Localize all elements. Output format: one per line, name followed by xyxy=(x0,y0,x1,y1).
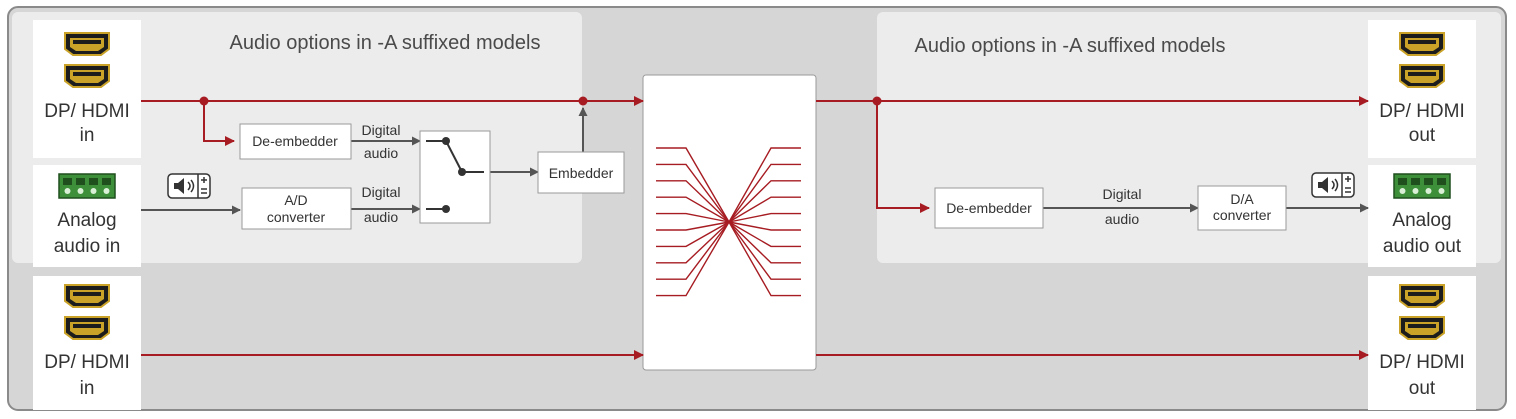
port-label: in xyxy=(80,378,95,399)
de-embedder-right-label: De-embedder xyxy=(946,200,1032,216)
matrix-line xyxy=(728,221,801,231)
port-label: out xyxy=(1409,378,1436,399)
matrix-line xyxy=(728,147,801,223)
matrix-line xyxy=(656,196,730,223)
junction-dot xyxy=(199,96,209,106)
matrix-line xyxy=(728,163,801,223)
digital-audio-label: Digital xyxy=(1103,186,1142,202)
digital-audio-label: Digital xyxy=(362,122,401,138)
da-converter-label: converter xyxy=(1213,207,1272,223)
port-label: DP/ HDMI xyxy=(44,101,130,122)
junction-dot xyxy=(578,96,588,106)
switch-icon xyxy=(426,137,484,213)
matrix-line xyxy=(656,180,730,223)
ad-converter-label: A/D xyxy=(284,192,307,208)
matrix-line xyxy=(656,221,730,280)
port-label: audio out xyxy=(1383,236,1462,257)
da-converter-label: D/A xyxy=(1230,191,1254,207)
hdmi-in-top-connector-icon xyxy=(64,32,110,56)
port-label: out xyxy=(1409,125,1436,146)
digital-audio-label: audio xyxy=(364,209,398,225)
hdmi-out-bottom-connector-icon xyxy=(1399,316,1445,340)
port-label: DP/ HDMI xyxy=(44,352,130,373)
matrix-line xyxy=(656,221,730,248)
hdmi-out-top-connector-icon xyxy=(1399,64,1445,88)
terminal-out-icon xyxy=(1393,173,1451,199)
matrix-line xyxy=(656,212,730,223)
hdmi-in-bottom-connector-icon xyxy=(64,316,110,340)
de-embedder-left-label: De-embedder xyxy=(252,133,338,149)
port-label: audio in xyxy=(54,236,121,257)
matrix-line xyxy=(728,212,801,223)
matrix-line xyxy=(728,221,801,280)
de-embed-out-branch-line xyxy=(876,101,930,213)
embedder-label: Embedder xyxy=(549,165,614,181)
volume-in-speaker-icon xyxy=(167,173,211,199)
matrix-line xyxy=(728,221,801,297)
matrix-line xyxy=(656,221,730,264)
junction-dot xyxy=(872,96,882,106)
matrix-line xyxy=(728,221,801,248)
digital-audio-label: audio xyxy=(364,145,398,161)
de-embedder-right-block xyxy=(934,187,1044,229)
hdmi-in-bottom-connector-icon xyxy=(64,284,110,308)
terminal-in-icon xyxy=(58,173,116,199)
digital-audio-label: audio xyxy=(1105,211,1139,227)
de-embed-branch-line xyxy=(203,101,235,146)
da-converter-block xyxy=(1197,185,1287,231)
hdmi-in-top-connector-icon xyxy=(64,64,110,88)
matrix-line xyxy=(728,196,801,223)
ad-converter-label: converter xyxy=(267,209,326,225)
left-panel-title: Audio options in -A suffixed models xyxy=(230,32,541,54)
port-label: DP/ HDMI xyxy=(1379,101,1465,122)
crosspoint-matrix-icon xyxy=(656,147,801,297)
embedder-block xyxy=(537,151,625,194)
ad-converter-block xyxy=(241,187,352,230)
matrix-line xyxy=(656,221,730,231)
port-label: Analog xyxy=(1392,210,1451,231)
matrix-line xyxy=(656,163,730,223)
volume-out-speaker-icon xyxy=(1311,172,1355,198)
matrix-line xyxy=(656,221,730,297)
matrix-line xyxy=(656,147,730,223)
port-label: DP/ HDMI xyxy=(1379,352,1465,373)
hdmi-out-bottom-connector-icon xyxy=(1399,284,1445,308)
port-label: Analog xyxy=(57,210,116,231)
port-label: in xyxy=(80,125,95,146)
audio-source-switch xyxy=(419,130,491,224)
matrix-line xyxy=(728,180,801,223)
hdmi-out-top-connector-icon xyxy=(1399,32,1445,56)
digital-audio-label: Digital xyxy=(362,184,401,200)
matrix-line xyxy=(728,221,801,264)
right-panel-title: Audio options in -A suffixed models xyxy=(915,35,1226,57)
de-embedder-left-block xyxy=(239,123,352,160)
